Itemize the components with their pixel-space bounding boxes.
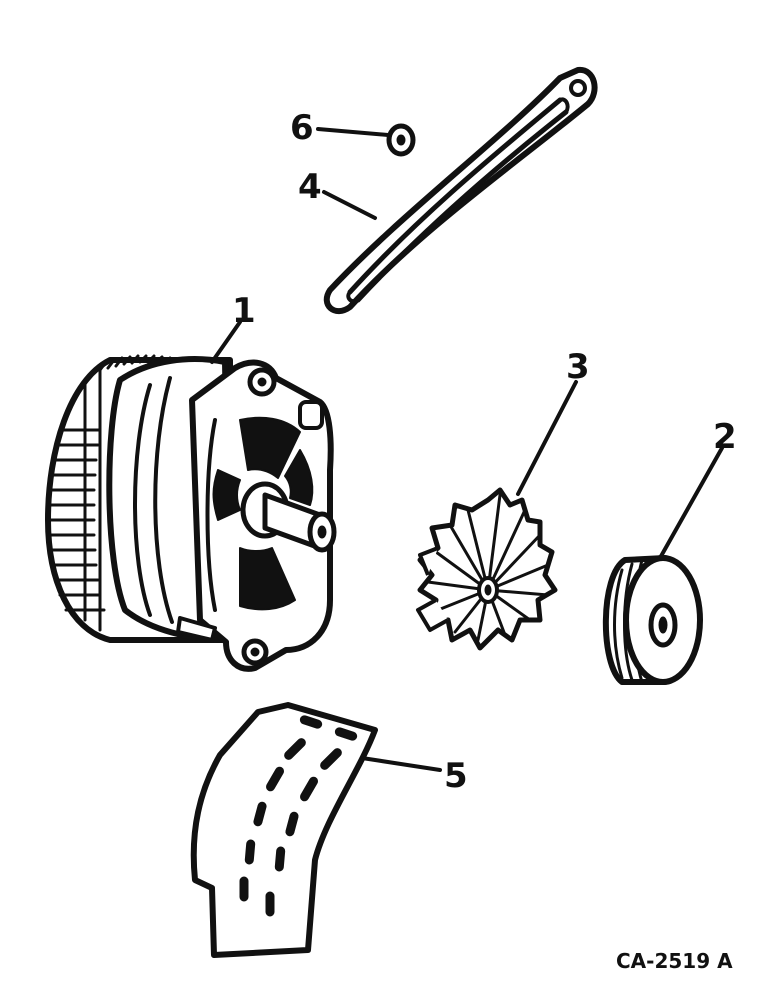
brace-illustration [323,67,598,315]
callout-6: 6 [290,108,314,148]
callout-2: 2 [713,417,737,457]
callout-5: 5 [444,756,468,796]
pulley-illustration [602,555,703,685]
shield-illustration [190,702,378,958]
callout-1: 1 [232,291,256,331]
leader-line-6 [316,127,390,137]
leader-line-4 [322,190,377,220]
leader-line-1 [210,320,242,364]
washer-illustration [386,123,416,157]
fan-illustration [416,487,558,651]
leader-lines [210,127,724,772]
callout-4: 4 [298,167,322,207]
callout-3: 3 [566,347,590,387]
leader-line-2 [658,446,724,560]
figure-code: CA-2519 A [616,949,733,973]
alternator-illustration [45,354,337,672]
leader-line-3 [516,380,578,496]
leader-line-5 [360,756,442,772]
